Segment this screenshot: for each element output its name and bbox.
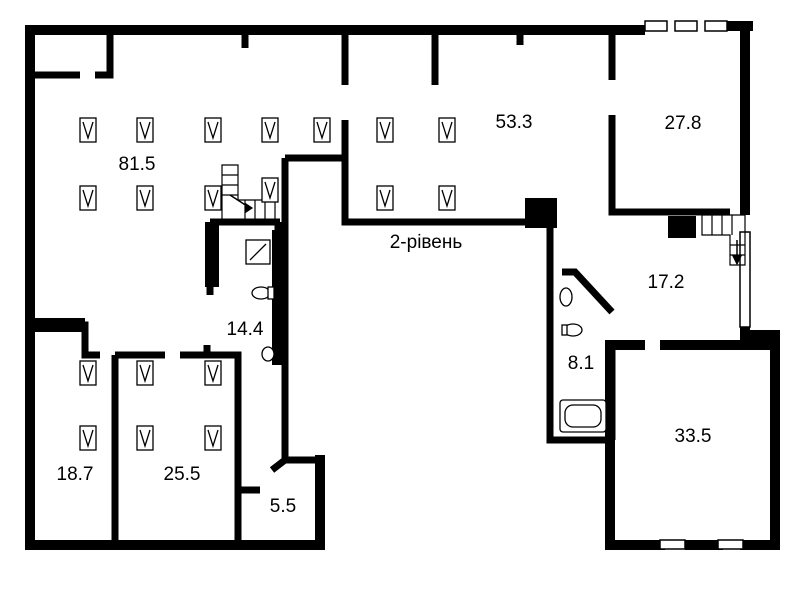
windows-top — [644, 20, 751, 550]
column-icon — [136, 117, 154, 143]
column-icon — [438, 117, 456, 143]
column-icon — [438, 185, 456, 211]
interior-walls — [30, 30, 730, 545]
column-icon — [376, 117, 394, 143]
room-area-lobby-e: 17.2 — [648, 272, 685, 293]
column-icon — [204, 425, 222, 451]
column-icon — [79, 117, 97, 143]
column-icon — [376, 185, 394, 211]
room-area-hall-upper: 53.3 — [496, 112, 533, 133]
room-area-room-sw1: 18.7 — [57, 464, 94, 485]
wall-blocks — [30, 198, 696, 365]
room-area-room-se: 33.5 — [675, 426, 712, 447]
room-area-room-sw2: 25.5 — [164, 464, 201, 485]
room-labels: 81.5 53.3 27.8 17.2 14.4 8.1 33.5 18.7 2… — [57, 112, 712, 517]
room-area-store: 5.5 — [270, 496, 296, 517]
room-area-room-ne: 27.8 — [665, 113, 702, 134]
column-icon — [261, 117, 279, 143]
room-area-hall-main: 81.5 — [119, 154, 156, 175]
column-icon — [136, 360, 154, 386]
level-label: 2-рівень — [390, 232, 463, 253]
column-icon — [136, 425, 154, 451]
column-markers — [79, 117, 456, 451]
column-icon — [204, 185, 222, 211]
stair-east-icon — [701, 214, 746, 266]
sink-icon — [261, 346, 275, 362]
column-icon — [136, 185, 154, 211]
column-icon — [313, 117, 331, 143]
toilet-icon — [251, 286, 271, 300]
room-area-bath-e: 8.1 — [568, 353, 594, 374]
toilet-icon — [559, 287, 573, 307]
column-icon — [79, 425, 97, 451]
column-icon — [79, 360, 97, 386]
column-icon — [261, 177, 279, 203]
fixtures — [245, 239, 607, 433]
column-icon — [79, 185, 97, 211]
room-area-wc-w: 14.4 — [227, 319, 264, 340]
column-icon — [204, 360, 222, 386]
column-icon — [204, 117, 222, 143]
